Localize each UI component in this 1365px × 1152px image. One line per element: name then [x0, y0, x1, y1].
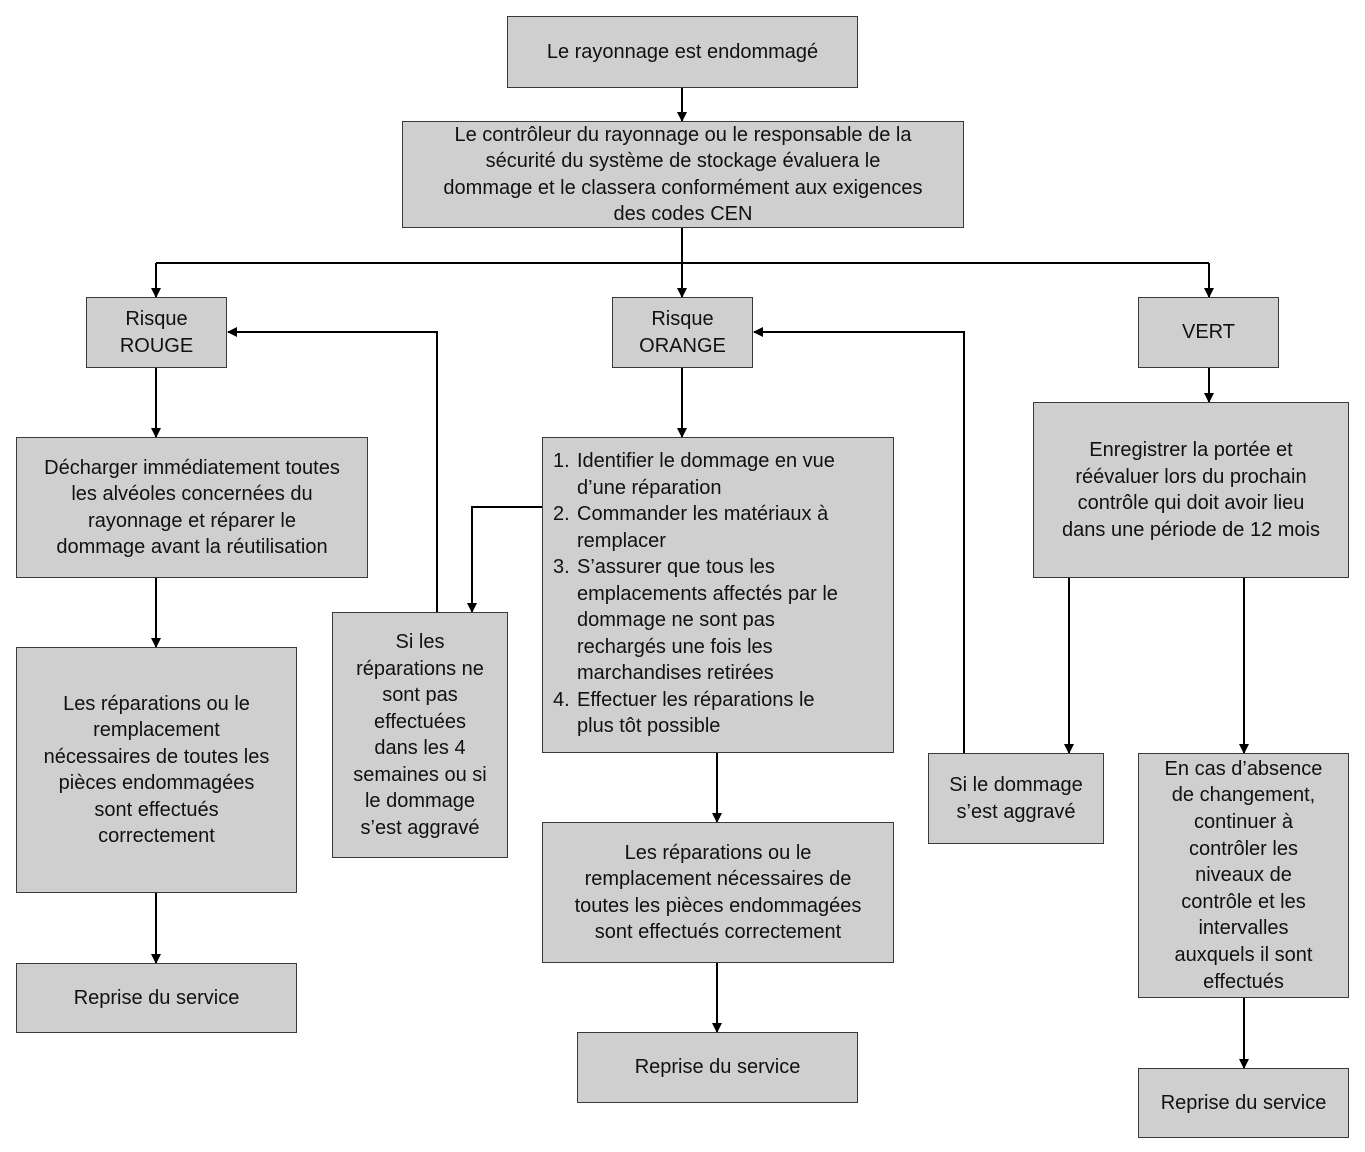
red-resume-box: Reprise du service [16, 963, 297, 1033]
red-resume-label: Reprise du service [73, 986, 240, 1009]
escalation-orange-label: Si le dommage s’est aggravé [949, 774, 1083, 823]
red-action-box: Décharger immédiatement toutes les alvéo… [16, 437, 368, 578]
list-item: 3. S’assurer que tous les emplacements a… [553, 554, 838, 687]
orange-resume-label: Reprise du service [634, 1056, 801, 1079]
red-repair-label: Les réparations ou le remplacement néces… [43, 692, 270, 848]
evaluation-label: Le contrôleur du rayonnage ou le respons… [443, 123, 923, 226]
orange-repair-label: Les réparations ou le remplacement néces… [574, 841, 862, 944]
step-number: 1. [553, 450, 570, 472]
red-risk-label: Risque ROUGE [119, 308, 194, 357]
green-resume-label: Reprise du service [1160, 1091, 1327, 1114]
evaluation-box: Le contrôleur du rayonnage ou le respons… [402, 121, 964, 228]
list-item: 1. Identifier le dommage en vue d’une ré… [553, 448, 838, 501]
green-resume-box: Reprise du service [1138, 1068, 1349, 1138]
green-action-label: Enregistrer la portée et réévaluer lors … [1062, 439, 1320, 541]
green-action-box: Enregistrer la portée et réévaluer lors … [1033, 402, 1349, 578]
list-item: 4. Effectuer les réparations le plus tôt… [553, 687, 838, 740]
green-box: VERT [1138, 297, 1279, 368]
red-risk-box: Risque ROUGE [86, 297, 227, 368]
orange-steps-box: 1. Identifier le dommage en vue d’une ré… [542, 437, 894, 753]
step-number: 3. [553, 556, 570, 578]
red-repair-box: Les réparations ou le remplacement néces… [16, 647, 297, 893]
step-number: 4. [553, 688, 570, 711]
step-text: Effectuer les réparations le plus tôt po… [577, 688, 815, 738]
green-nochange-box: En cas d’absence de changement, continue… [1138, 753, 1349, 998]
start-label: Le rayonnage est endommagé [546, 40, 819, 63]
list-item: 2. Commander les matériaux à remplacer [553, 501, 838, 554]
orange-resume-box: Reprise du service [577, 1032, 858, 1103]
escalation-red-box: Si les réparations ne sont pas effectuée… [332, 612, 508, 858]
arrow-escalation-to-orange [753, 327, 965, 753]
orange-risk-box: Risque ORANGE [612, 297, 753, 368]
arrow-steps-to-escalation [467, 506, 542, 613]
green-label: VERT [1182, 321, 1235, 344]
arrow-escalation-to-red [227, 327, 438, 612]
red-action-label: Décharger immédiatement toutes les alvéo… [44, 456, 340, 559]
orange-repair-box: Les réparations ou le remplacement néces… [542, 822, 894, 963]
step-text: Commander les matériaux à remplacer [577, 503, 829, 552]
step-number: 2. [553, 503, 570, 525]
step-text: Identifier le dommage en vue d’une répar… [577, 450, 835, 499]
escalation-red-label: Si les réparations ne sont pas effectuée… [353, 631, 487, 839]
step-text: S’assurer que tous les emplacements affe… [577, 556, 838, 684]
start-box: Le rayonnage est endommagé [507, 16, 858, 88]
orange-risk-label: Risque ORANGE [639, 308, 726, 357]
orange-steps-list: 1. Identifier le dommage en vue d’une ré… [553, 448, 838, 740]
green-nochange-label: En cas d’absence de changement, continue… [1164, 757, 1323, 993]
escalation-orange-box: Si le dommage s’est aggravé [928, 753, 1104, 844]
